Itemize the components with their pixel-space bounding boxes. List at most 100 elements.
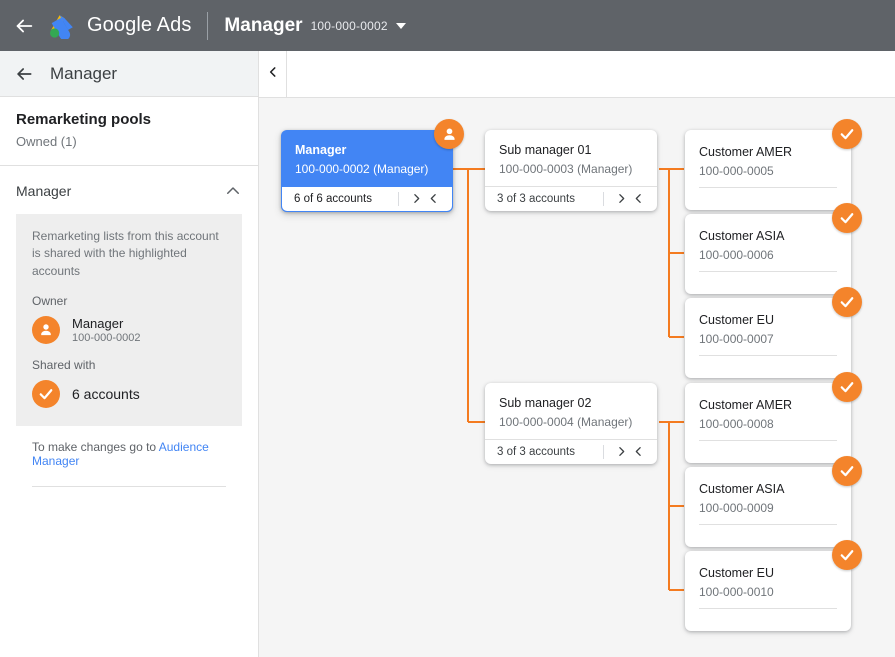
arrow-divider <box>603 191 604 206</box>
check-circle-icon <box>832 287 862 317</box>
check-circle-icon <box>832 203 862 233</box>
node-footer-space <box>685 272 851 294</box>
owner-text: Manager 100-000-0002 <box>72 316 141 344</box>
node-body: Customer EU 100-000-0007 <box>685 298 851 346</box>
panel-title: Manager <box>50 63 118 83</box>
header-account-id: 100-000-0002 <box>310 18 388 33</box>
node-arrows <box>603 191 647 206</box>
check-circle-icon <box>832 540 862 570</box>
left-panel: Manager Remarketing pools Owned (1) Mana… <box>0 51 259 657</box>
check-circle-icon <box>832 456 862 486</box>
panel-header: Manager <box>0 51 258 97</box>
caret-down-icon[interactable] <box>395 22 406 29</box>
remarketing-pools-section: Remarketing pools Owned (1) <box>0 97 258 166</box>
canvas-top-strip <box>287 51 895 98</box>
check-circle-icon <box>32 380 60 409</box>
node-divider <box>699 270 837 272</box>
audience-manager-link[interactable]: Audience Manager <box>32 440 209 469</box>
tree-node-root[interactable]: Manager 100-000-0002 (Manager) 6 of 6 ac… <box>281 119 464 212</box>
node-name: Customer EU <box>699 566 775 580</box>
node-name: Manager <box>295 143 347 157</box>
chevron-left-icon[interactable] <box>630 192 647 205</box>
tree-node-submanager-01[interactable]: Sub manager 01 100-000-0003 (Manager) 3 … <box>485 130 657 211</box>
tree-node-customer[interactable]: Customer ASIA 100-000-0006 <box>685 203 862 294</box>
account-hierarchy-canvas[interactable]: Manager 100-000-0002 (Manager) 6 of 6 ac… <box>259 98 895 657</box>
tree-node-customer[interactable]: Customer EU 100-000-0007 <box>685 287 862 378</box>
node-body: Manager 100-000-0002 (Manager) <box>281 130 453 186</box>
tree-node-customer[interactable]: Customer ASIA 100-000-0009 <box>685 456 862 547</box>
manager-accordion-header[interactable]: Manager <box>16 182 242 214</box>
brand-ads: Ads <box>156 14 192 36</box>
node-name: Sub manager 01 <box>499 143 592 157</box>
shared-with-label: Shared with <box>32 358 96 373</box>
brand-google: Google <box>87 14 153 36</box>
remarketing-pools-subtitle: Owned (1) <box>16 134 77 149</box>
node-divider <box>699 607 837 609</box>
owner-name: Manager <box>72 316 124 332</box>
check-circle-icon <box>832 372 862 402</box>
chevron-left-icon[interactable] <box>630 445 647 458</box>
tree-node-customer[interactable]: Customer AMER 100-000-0005 <box>685 119 862 210</box>
chevron-right-icon[interactable] <box>613 445 630 458</box>
node-footer: 6 of 6 accounts <box>281 185 453 212</box>
owner-row: Manager 100-000-0002 <box>32 316 226 345</box>
node-accounts-count: 6 of 6 accounts <box>294 192 372 205</box>
chevron-up-icon[interactable] <box>224 182 242 200</box>
check-circle-icon <box>832 119 862 149</box>
sharing-info-box: Remarketing lists from this account is s… <box>16 214 242 427</box>
node-name: Customer ASIA <box>699 229 785 243</box>
node-footer: 3 of 3 accounts <box>485 185 657 211</box>
node-id: 100-000-0009 <box>699 500 774 515</box>
owner-label: Owner <box>32 294 68 309</box>
footer-note-text: To make changes go to <box>32 440 159 455</box>
shared-with-row: 6 accounts <box>32 380 226 409</box>
node-id: 100-000-0008 <box>699 416 774 431</box>
chevron-right-icon[interactable] <box>408 192 425 205</box>
node-divider <box>699 439 837 441</box>
panel-bottom-divider <box>32 486 226 488</box>
node-body: Customer ASIA 100-000-0009 <box>685 467 851 515</box>
node-id: 100-000-0002 (Manager) <box>295 161 429 176</box>
node-id: 100-000-0005 <box>699 163 774 178</box>
header-account-name: Manager <box>224 14 303 36</box>
tree-node-customer[interactable]: Customer AMER 100-000-0008 <box>685 372 862 463</box>
top-app-bar: Google Ads Manager 100-000-0002 <box>0 0 895 51</box>
node-divider <box>699 354 837 356</box>
google-ads-logo-icon <box>48 13 78 40</box>
node-body: Customer ASIA 100-000-0006 <box>685 214 851 262</box>
chevron-left-icon[interactable] <box>425 192 442 205</box>
tree-node-submanager-02[interactable]: Sub manager 02 100-000-0004 (Manager) 3 … <box>485 383 657 464</box>
node-body: Customer AMER 100-000-0005 <box>685 130 851 178</box>
node-name: Customer AMER <box>699 145 793 159</box>
header-divider <box>207 11 209 40</box>
panel-collapse-button[interactable] <box>259 51 287 98</box>
shared-with-value: 6 accounts <box>72 386 140 403</box>
node-footer-space <box>685 356 851 378</box>
brand-name: Google Ads <box>87 14 191 37</box>
node-id: 100-000-0003 (Manager) <box>499 161 633 176</box>
remarketing-pools-title: Remarketing pools <box>16 111 152 128</box>
chevron-right-icon[interactable] <box>613 192 630 205</box>
tree-node-customer[interactable]: Customer EU 100-000-0010 <box>685 540 862 631</box>
chevron-left-icon <box>266 65 280 84</box>
back-arrow-icon[interactable] <box>12 14 36 38</box>
node-body: Customer EU 100-000-0010 <box>685 551 851 599</box>
manager-accordion: Manager Remarketing lists from this acco… <box>0 166 258 488</box>
person-avatar-icon <box>32 316 60 345</box>
node-id: 100-000-0010 <box>699 584 774 599</box>
node-body: Customer AMER 100-000-0008 <box>685 383 851 431</box>
node-footer-space <box>685 525 851 547</box>
back-arrow-icon[interactable] <box>14 64 34 84</box>
node-arrows <box>398 191 442 206</box>
manager-accordion-label: Manager <box>16 183 72 199</box>
node-footer: 3 of 3 accounts <box>485 438 657 464</box>
node-accounts-count: 3 of 3 accounts <box>497 445 575 458</box>
node-name: Customer ASIA <box>699 482 785 496</box>
sharing-note: Remarketing lists from this account is s… <box>32 229 219 278</box>
owner-id: 100-000-0002 <box>72 332 141 345</box>
node-body: Sub manager 01 100-000-0003 (Manager) <box>485 130 657 186</box>
node-footer-space <box>685 188 851 210</box>
node-divider <box>699 523 837 525</box>
footer-note: To make changes go to Audience Manager <box>16 426 242 468</box>
